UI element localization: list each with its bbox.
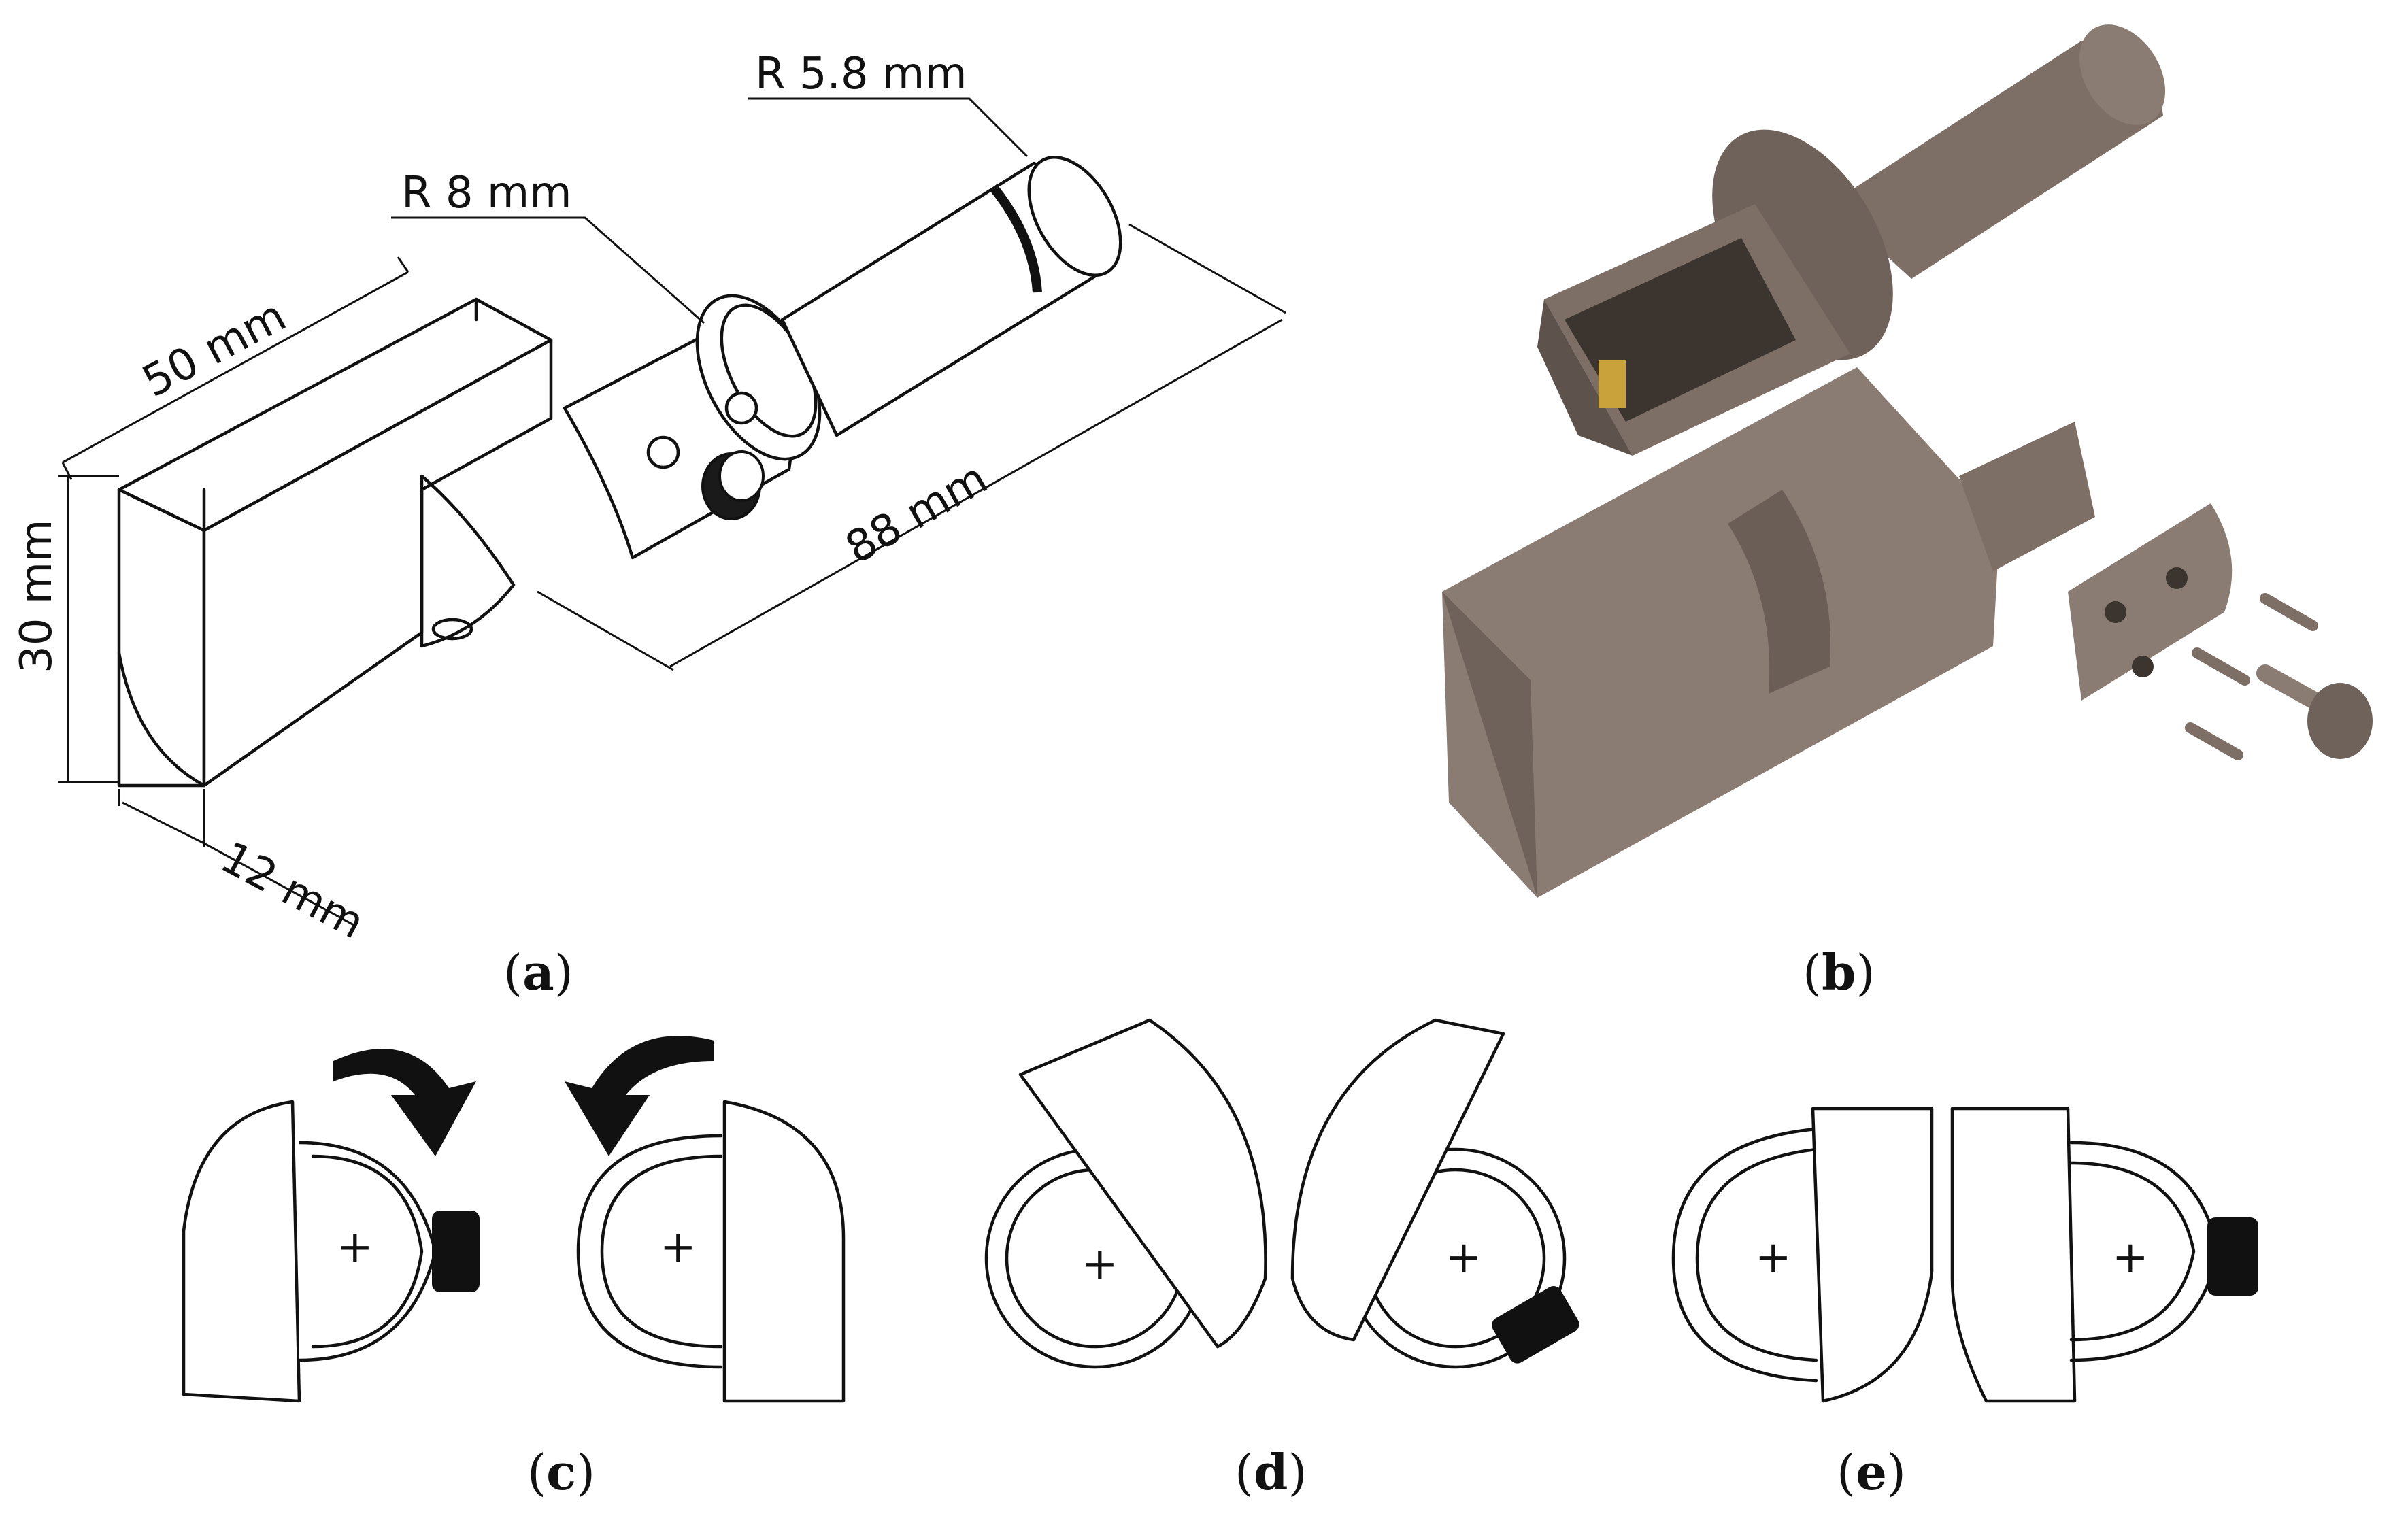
panel-label-e: (e) bbox=[1837, 1443, 1906, 1501]
panel-a-drawing: 50 mm 30 mm 12 mm 88 mm R 8 mm R 5.8 mm bbox=[12, 49, 1286, 949]
lid-e-right bbox=[1950, 1107, 2077, 1403]
arrow-counterclockwise bbox=[565, 1036, 714, 1156]
panel-label-a: (a) bbox=[503, 943, 573, 1001]
svg-text:+: + bbox=[1082, 1239, 1118, 1289]
svg-text:+: + bbox=[660, 1222, 697, 1272]
body-front-curve bbox=[117, 651, 206, 788]
lid-d-right bbox=[1290, 1018, 1505, 1342]
panel-label-d: (d) bbox=[1235, 1443, 1307, 1501]
render-knob bbox=[2307, 683, 2373, 759]
knob-c bbox=[432, 1211, 480, 1292]
panel-d-diagram: + + bbox=[984, 1018, 1579, 1369]
dim-r8mm: R 8 mm bbox=[401, 168, 572, 218]
screw-1 bbox=[646, 435, 680, 469]
render-shaft bbox=[1830, 41, 2163, 279]
render-body bbox=[1442, 367, 2000, 898]
knob-d bbox=[1492, 1285, 1579, 1364]
svg-text:+: + bbox=[2112, 1232, 2149, 1283]
panel-e-diagram: + + bbox=[1671, 1107, 2258, 1403]
dim-30mm: 30 mm bbox=[12, 520, 62, 673]
dim-12mm: 12 mm bbox=[212, 832, 372, 949]
panel-c-diagram: + + bbox=[182, 1036, 846, 1403]
svg-text:+: + bbox=[337, 1222, 373, 1272]
svg-text:+: + bbox=[1445, 1232, 1482, 1283]
dim-r5-8mm: R 5.8 mm bbox=[755, 49, 967, 99]
svg-text:+: + bbox=[1755, 1232, 1792, 1283]
lid-e-left bbox=[1811, 1107, 1934, 1403]
render-clamp-plate bbox=[2068, 503, 2233, 701]
body-front-face bbox=[117, 488, 206, 788]
body-recess bbox=[420, 474, 516, 648]
panel-label-b: (b) bbox=[1803, 943, 1875, 1001]
dim-88mm: 88 mm bbox=[837, 454, 996, 574]
knob-e bbox=[2207, 1217, 2258, 1296]
arrow-clockwise bbox=[333, 1049, 476, 1156]
panel-label-c: (c) bbox=[527, 1443, 595, 1501]
lid-d-left bbox=[1018, 1018, 1267, 1349]
panel-b-render bbox=[1442, 24, 2373, 898]
screw-2 bbox=[724, 391, 758, 425]
